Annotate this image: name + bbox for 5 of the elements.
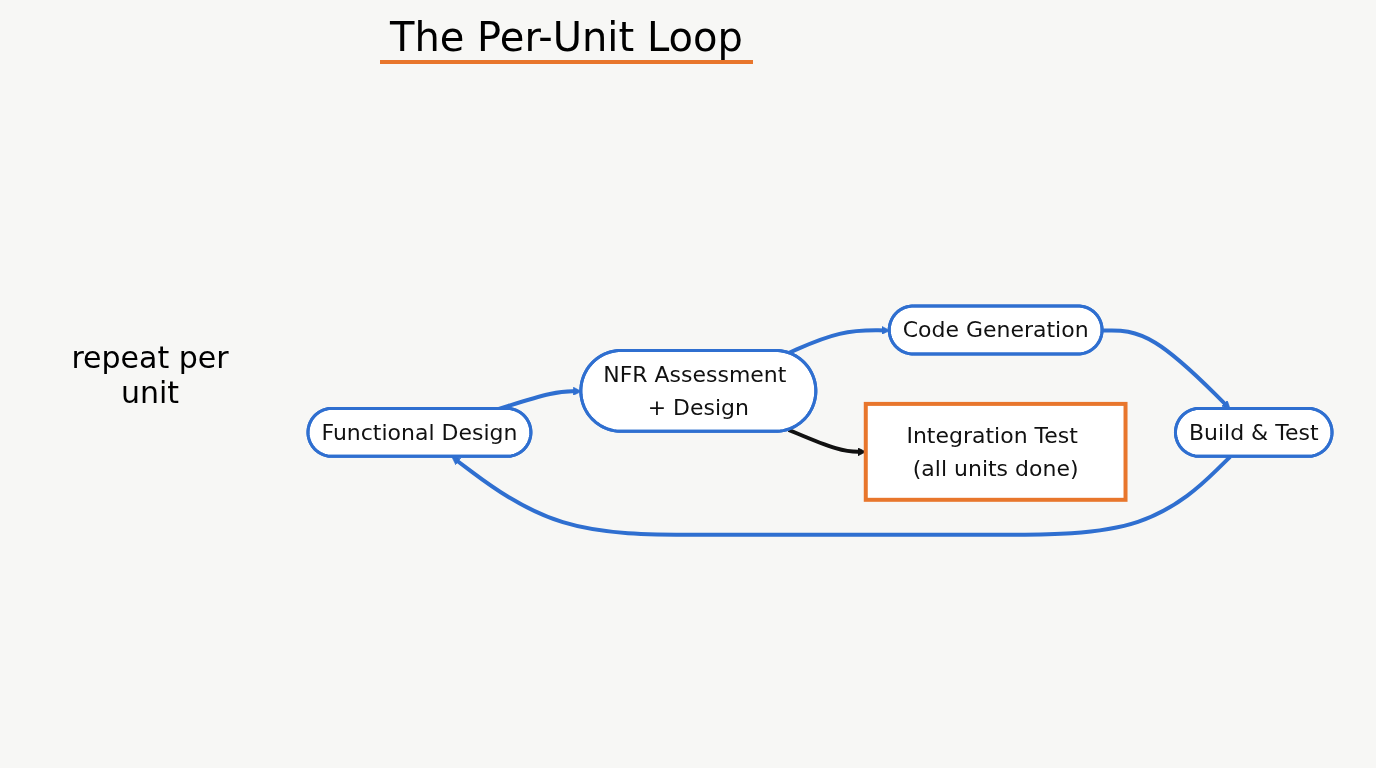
arrow bbox=[451, 455, 1232, 537]
node-box: Integration Test (all units done) bbox=[863, 401, 1128, 502]
title: The Per-Unit Loop bbox=[380, 14, 753, 64]
arrow bbox=[1102, 328, 1231, 409]
note: repeat per unit bbox=[70, 340, 230, 410]
